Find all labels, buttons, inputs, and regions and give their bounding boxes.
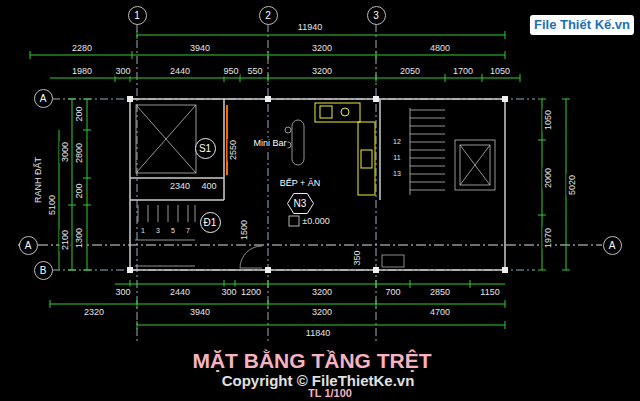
dimension-text: 3200 — [311, 307, 333, 318]
dimension-text: 3200 — [311, 287, 333, 298]
dimension-text: 350 — [352, 249, 363, 266]
dimension-text: 2280 — [71, 43, 93, 54]
grid-bubble: A — [19, 236, 38, 255]
stair-step-number: 13 — [392, 170, 402, 178]
hexagon-tag: N3 — [287, 193, 314, 214]
dimension-text: 2340 — [169, 181, 191, 192]
boundary-label: RANH ĐẤT — [33, 156, 44, 204]
dimension-text: 950 — [222, 66, 239, 77]
dimension-text: 2550 — [228, 139, 239, 161]
dimension-text: 550 — [246, 66, 263, 77]
grid-bubble: A — [603, 236, 622, 255]
plan-title: MẶT BẰNG TẦNG TRỆT — [191, 349, 432, 373]
grid-bubble: A — [34, 89, 53, 108]
dimension-text: 2320 — [83, 307, 105, 318]
dimension-text: 300 — [114, 287, 131, 298]
stair-step-number: 1 — [140, 227, 146, 235]
stair-step-number: 7 — [185, 227, 191, 235]
dimension-text: 4700 — [429, 307, 451, 318]
node-text: N3 — [294, 198, 307, 209]
dimension-text: 2050 — [399, 66, 421, 77]
dimension-text: 1970 — [543, 227, 554, 249]
dimension-text: 200 — [74, 182, 85, 199]
stair-step-number: 12 — [392, 138, 402, 146]
dimension-text: 200 — [74, 105, 85, 122]
dimension-text: 300 — [114, 66, 131, 77]
node-text: Đ1 — [204, 217, 217, 228]
dimension-text: 2100 — [60, 229, 71, 251]
stair-step-number: 3 — [155, 227, 161, 235]
dimension-text: 3940 — [189, 307, 211, 318]
grid-bubble: B — [34, 261, 53, 280]
dimension-text: 1300 — [74, 227, 85, 249]
callout-circle: S1 — [195, 138, 216, 159]
node-text: 1 — [134, 10, 140, 21]
dimension-text: 4800 — [429, 43, 451, 54]
room-label: BẾP + ĂN — [279, 178, 322, 189]
dimension-text: 2440 — [169, 287, 191, 298]
scale-caption: TL 1/100 — [307, 387, 353, 399]
dimension-text: 1050 — [489, 66, 511, 77]
dimension-text: 1200 — [240, 287, 262, 298]
node-text: A — [609, 240, 616, 251]
dimension-text: 5100 — [47, 194, 58, 216]
dimension-text: 1050 — [543, 109, 554, 131]
dimension-text: 2800 — [74, 142, 85, 164]
level-mark: ±0.000 — [301, 216, 330, 227]
grid-bubble: 3 — [367, 6, 386, 25]
dimension-text: 11840 — [305, 328, 331, 339]
dimension-text: 700 — [384, 287, 401, 298]
node-text: B — [40, 265, 47, 276]
dimension-text: 3200 — [311, 66, 333, 77]
dimension-text: 3940 — [189, 43, 211, 54]
room-label: Mini Bar — [252, 138, 287, 149]
logo-text: File Thiết Kế.vn — [530, 15, 634, 35]
node-text: 2 — [265, 10, 271, 21]
dimension-text: 2440 — [169, 66, 191, 77]
dimension-text: 11940 — [297, 22, 323, 33]
dimension-text: 2000 — [543, 167, 554, 189]
dimension-text: 3000 — [60, 141, 71, 163]
node-text: S1 — [199, 143, 211, 154]
dimension-text: 5020 — [567, 174, 578, 196]
dimension-text: 400 — [200, 181, 217, 192]
dimension-text: 3200 — [311, 43, 333, 54]
node-text: 3 — [373, 10, 379, 21]
node-text: A — [25, 240, 32, 251]
callout-circle: Đ1 — [200, 212, 221, 233]
stair-step-number: 11 — [392, 154, 401, 162]
dimension-text: 1150 — [479, 287, 500, 298]
grid-bubble: 1 — [128, 6, 147, 25]
dimension-text: 1980 — [71, 66, 93, 77]
dimension-text: 2850 — [429, 287, 451, 298]
node-text: A — [40, 93, 47, 104]
dimension-text: 1500 — [239, 219, 250, 241]
dimension-text: 300 — [220, 287, 237, 298]
stair-step-number: 5 — [170, 227, 176, 235]
dimension-text: 1700 — [452, 66, 474, 77]
grid-bubble: 2 — [259, 6, 278, 25]
